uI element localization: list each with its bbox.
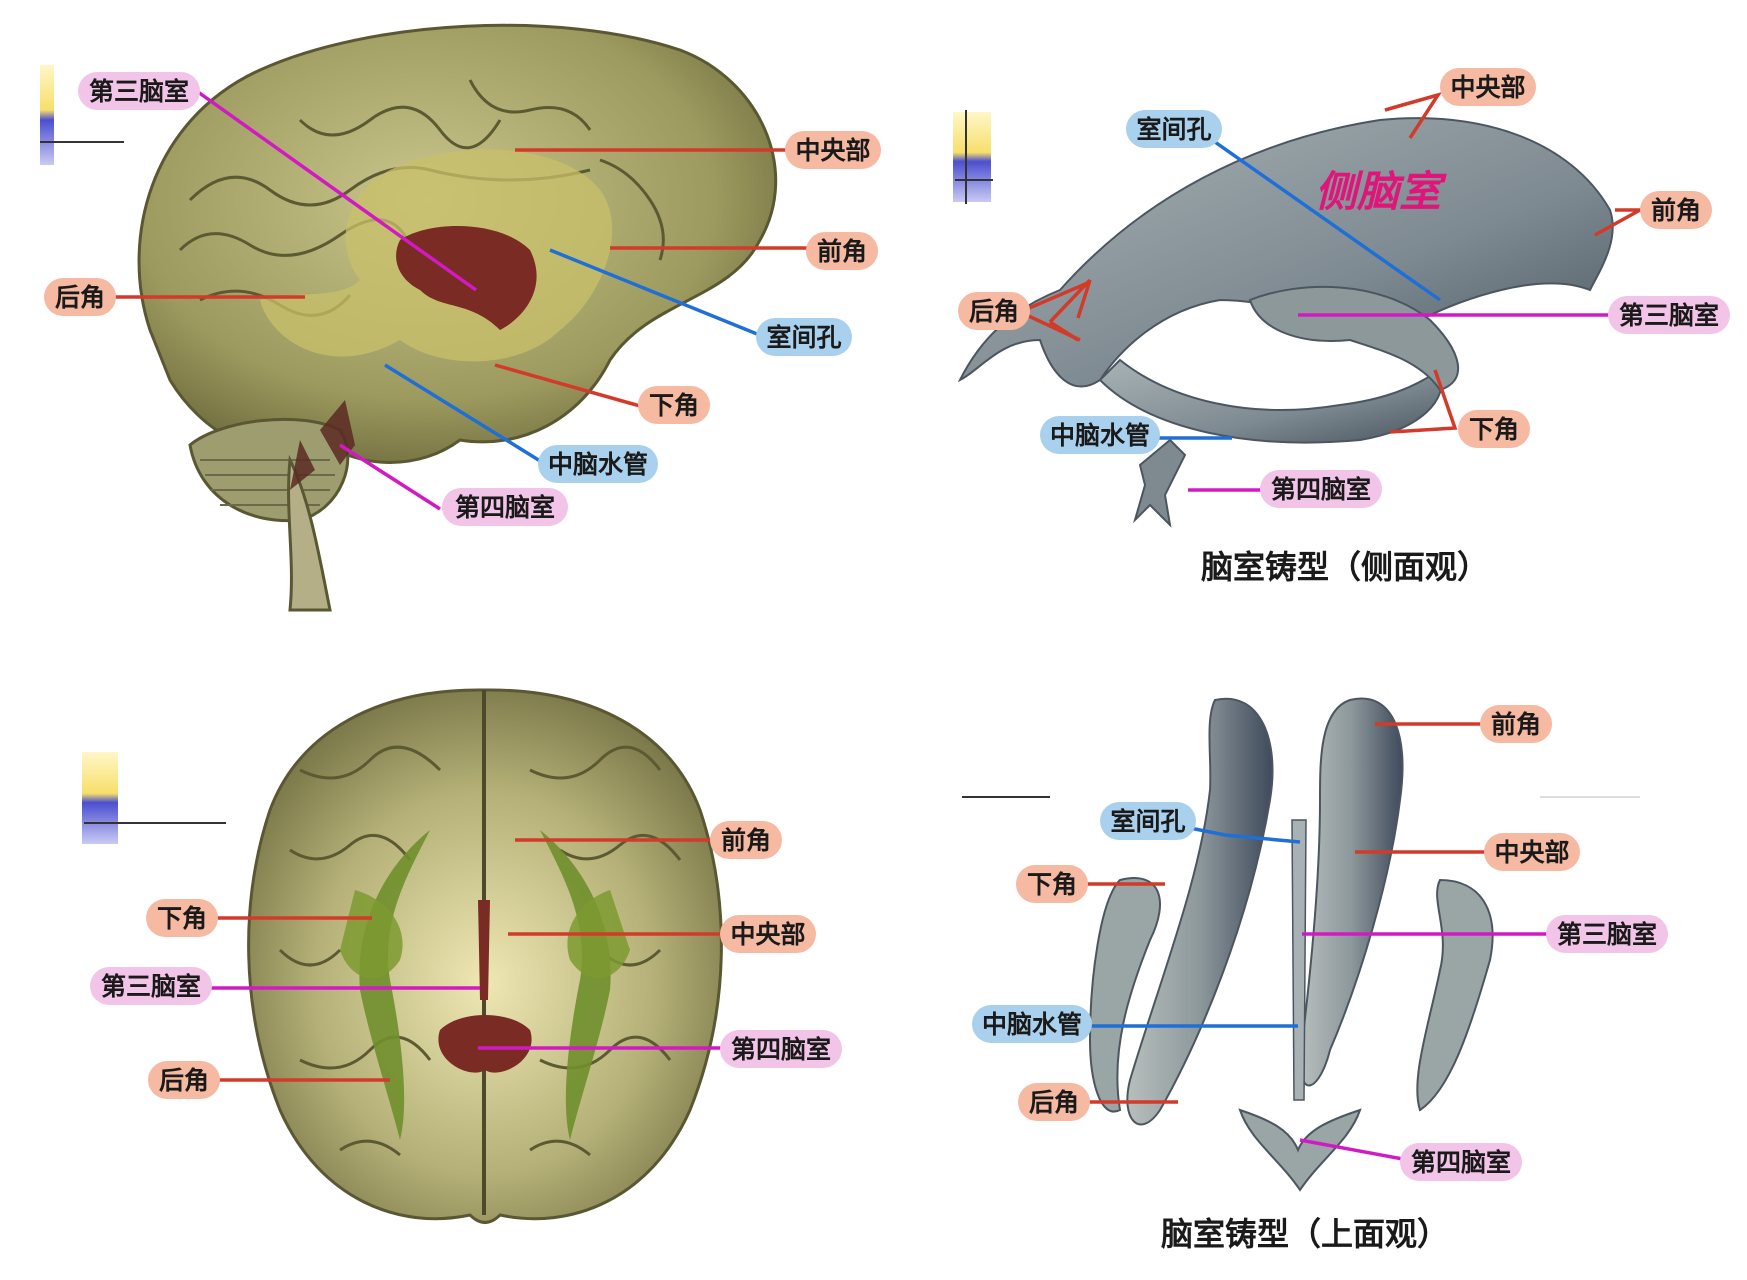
svg-text:后角: 后角: [55, 283, 105, 312]
decor-mark-3: [82, 752, 226, 844]
label-posterior-horn: 后角: [1018, 1083, 1090, 1121]
label-third-ventricle: 第三脑室: [78, 72, 200, 110]
svg-text:室间孔: 室间孔: [1136, 115, 1211, 144]
svg-text:前角: 前角: [1651, 196, 1701, 225]
lateral-brain-image: [137, 23, 778, 612]
label-anterior-horn: 前角: [1640, 191, 1712, 229]
svg-text:室间孔: 室间孔: [1110, 807, 1185, 836]
top-view-caption: 脑室铸型（上面观）: [1161, 1215, 1449, 1253]
top-cast-labels: 前角 室间孔 下角 中央部 第三脑室 中脑水管 后角 第四脑室: [972, 705, 1668, 1181]
svg-text:室间孔: 室间孔: [766, 323, 841, 352]
svg-text:后角: 后角: [159, 1066, 209, 1095]
label-anterior-horn: 前角: [710, 821, 782, 859]
svg-text:前角: 前角: [817, 237, 867, 266]
side-cast-image: [957, 117, 1614, 528]
label-fourth-ventricle: 第四脑室: [442, 488, 568, 526]
lateral-brain-labels: 第三脑室 中央部 前角 后角 室间孔 下角 中脑水管 第四脑室: [44, 72, 881, 526]
label-third-ventricle: 第三脑室: [90, 967, 212, 1005]
svg-text:第三脑室: 第三脑室: [1619, 301, 1719, 330]
svg-text:第三脑室: 第三脑室: [101, 972, 201, 1001]
top-cast-image: [1088, 697, 1494, 1192]
label-cerebral-aqueduct: 中脑水管: [972, 1005, 1092, 1043]
side-cast-leaders: [1019, 92, 1647, 492]
svg-text:下角: 下角: [1469, 415, 1519, 444]
label-central-part: 中央部: [720, 915, 816, 953]
svg-text:中脑水管: 中脑水管: [982, 1010, 1082, 1039]
label-third-ventricle: 第三脑室: [1546, 915, 1668, 953]
svg-text:下角: 下角: [649, 391, 699, 420]
label-inferior-horn: 下角: [638, 386, 710, 424]
decor-mark-1: [40, 65, 124, 165]
svg-text:第四脑室: 第四脑室: [455, 493, 555, 522]
label-posterior-horn: 后角: [958, 292, 1030, 330]
side-cast-labels: 中央部 室间孔 前角 后角 第三脑室 中脑水管 下角 第四脑室: [958, 68, 1730, 508]
label-inferior-horn: 下角: [1016, 865, 1088, 903]
label-fourth-ventricle: 第四脑室: [1260, 470, 1382, 508]
label-central-part: 中央部: [1484, 833, 1580, 871]
label-cerebral-aqueduct: 中脑水管: [1040, 416, 1160, 454]
svg-text:后角: 后角: [969, 297, 1019, 326]
label-interventricular-foramen: 室间孔: [1126, 110, 1222, 148]
svg-text:中脑水管: 中脑水管: [1050, 421, 1150, 450]
label-interventricular-foramen: 室间孔: [1100, 802, 1196, 840]
label-central-part: 中央部: [1440, 68, 1536, 106]
label-posterior-horn: 后角: [148, 1061, 220, 1099]
svg-text:中脑水管: 中脑水管: [548, 450, 648, 479]
label-central-part: 中央部: [785, 131, 881, 169]
label-third-ventricle: 第三脑室: [1608, 296, 1730, 334]
svg-text:第三脑室: 第三脑室: [1557, 920, 1657, 949]
label-anterior-horn: 前角: [1480, 705, 1552, 743]
label-inferior-horn: 下角: [1458, 410, 1530, 448]
svg-text:第三脑室: 第三脑室: [89, 77, 189, 106]
svg-text:下角: 下角: [157, 904, 207, 933]
decor-mark-2: [953, 110, 993, 204]
svg-text:中央部: 中央部: [730, 920, 805, 949]
label-cerebral-aqueduct: 中脑水管: [538, 445, 658, 483]
label-anterior-horn: 前角: [806, 232, 878, 270]
svg-text:前角: 前角: [1491, 710, 1541, 739]
svg-text:第四脑室: 第四脑室: [1271, 475, 1371, 504]
svg-text:后角: 后角: [1029, 1088, 1079, 1117]
svg-text:前角: 前角: [721, 826, 771, 855]
svg-text:中央部: 中央部: [1450, 73, 1525, 102]
label-inferior-horn: 下角: [146, 899, 218, 937]
lateral-brain-leaders: [108, 90, 814, 511]
label-interventricular-foramen: 室间孔: [756, 318, 852, 356]
label-fourth-ventricle: 第四脑室: [720, 1030, 842, 1068]
top-brain-image: [247, 688, 723, 1224]
svg-text:第四脑室: 第四脑室: [1411, 1148, 1511, 1177]
svg-text:第四脑室: 第四脑室: [731, 1035, 831, 1064]
side-view-caption: 脑室铸型（侧面观）: [1201, 548, 1489, 586]
label-fourth-ventricle: 第四脑室: [1400, 1143, 1522, 1181]
top-brain-labels: 前角 下角 中央部 第三脑室 第四脑室 后角: [90, 821, 842, 1099]
handwritten-lateral-ventricle: 侧脑室: [1315, 167, 1447, 216]
svg-text:中央部: 中央部: [795, 136, 870, 165]
label-posterior-horn: 后角: [44, 278, 116, 316]
svg-text:下角: 下角: [1027, 870, 1077, 899]
top-brain-leaders: [206, 838, 728, 1082]
svg-text:中央部: 中央部: [1494, 838, 1569, 867]
